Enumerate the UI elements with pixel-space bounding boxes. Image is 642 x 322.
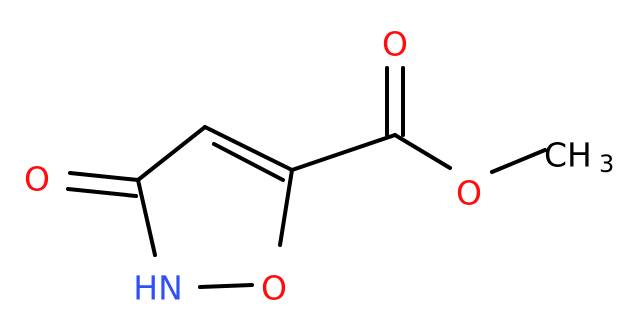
bond-c5-o1 <box>278 168 294 247</box>
bond-o1-n2 <box>198 283 254 289</box>
methyl-subscript: 3 <box>599 150 614 178</box>
methyl-carbon-label: CH <box>544 136 592 175</box>
ketone-oxygen-label: O <box>24 160 50 199</box>
bond-c4-c5-inner <box>212 142 285 182</box>
bond-o-ester-ch3 <box>490 148 547 174</box>
carbonyl-oxygen-label: O <box>382 25 408 64</box>
ring-oxygen-label: O <box>261 269 287 308</box>
bond-n2-c3 <box>136 178 157 257</box>
bond-c5-c-ester <box>290 133 397 172</box>
ester-oxygen-label: O <box>456 174 482 213</box>
bond-c-ester-o-ester <box>393 133 452 170</box>
bond-c4-c5-outer <box>203 125 294 172</box>
ring-nitrogen-label: HN <box>133 269 183 308</box>
bond-c3-o-ketone-upper <box>68 171 140 182</box>
bond-c3-c4 <box>136 125 207 182</box>
bond-c3-o-ketone-lower <box>66 187 138 198</box>
